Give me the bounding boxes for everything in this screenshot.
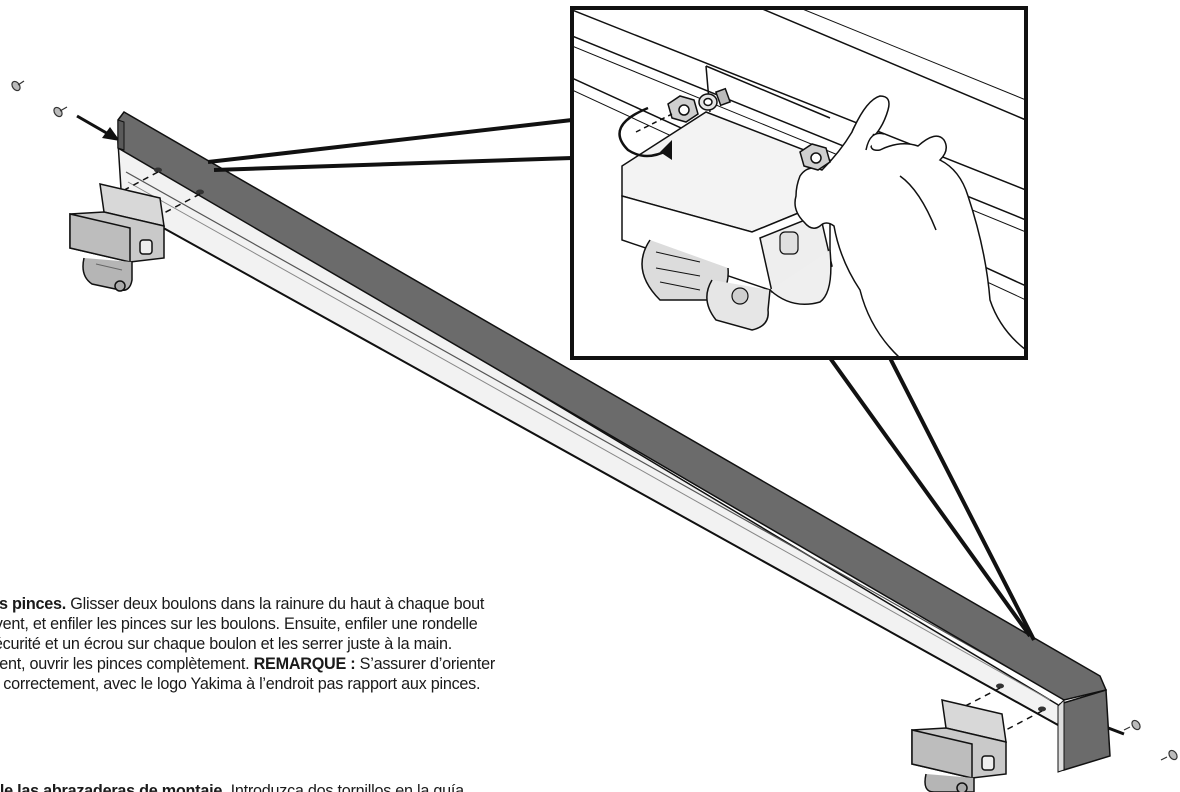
instruction-line: nt correctement, avec le logo Yakima à l… bbox=[0, 675, 481, 693]
note-label: REMARQUE : bbox=[253, 655, 356, 673]
washer bbox=[698, 93, 718, 111]
bolt-stud bbox=[714, 87, 732, 107]
mount-clamp bbox=[911, 699, 1007, 792]
instruction-line: les pinces. Glisser deux boulons dans la… bbox=[0, 594, 766, 614]
bolt-icon bbox=[11, 80, 25, 92]
instructions-es: tale las abrazaderas de montaje. Introdu… bbox=[0, 781, 464, 792]
instruction-line: uvent, et enfiler les pinces sur les bou… bbox=[0, 615, 478, 633]
mount-clamp bbox=[69, 183, 165, 292]
insert-arrow-icon bbox=[76, 114, 120, 141]
crossbar-end-cap bbox=[117, 119, 125, 151]
hand-icon bbox=[794, 95, 1026, 358]
nut bbox=[799, 143, 831, 171]
step-heading: tale las abrazaderas de montaje. bbox=[0, 782, 227, 792]
instructions-fr: les pinces. Glisser deux boulons dans la… bbox=[0, 594, 766, 694]
step-heading: les pinces. bbox=[0, 595, 67, 613]
crossbar-end-cap bbox=[1059, 689, 1111, 771]
bolt-icon bbox=[53, 106, 68, 118]
instruction-line: sécurité et un écrou sur chaque boulon e… bbox=[0, 635, 452, 653]
instruction-line: ment, ouvrir les pinces complètement. RE… bbox=[0, 655, 496, 673]
detail-inset bbox=[570, 6, 1028, 360]
nut bbox=[667, 95, 699, 123]
slot-bolt bbox=[154, 167, 1046, 712]
bolt-icon bbox=[1160, 749, 1178, 761]
bolt-icon bbox=[1123, 719, 1141, 731]
